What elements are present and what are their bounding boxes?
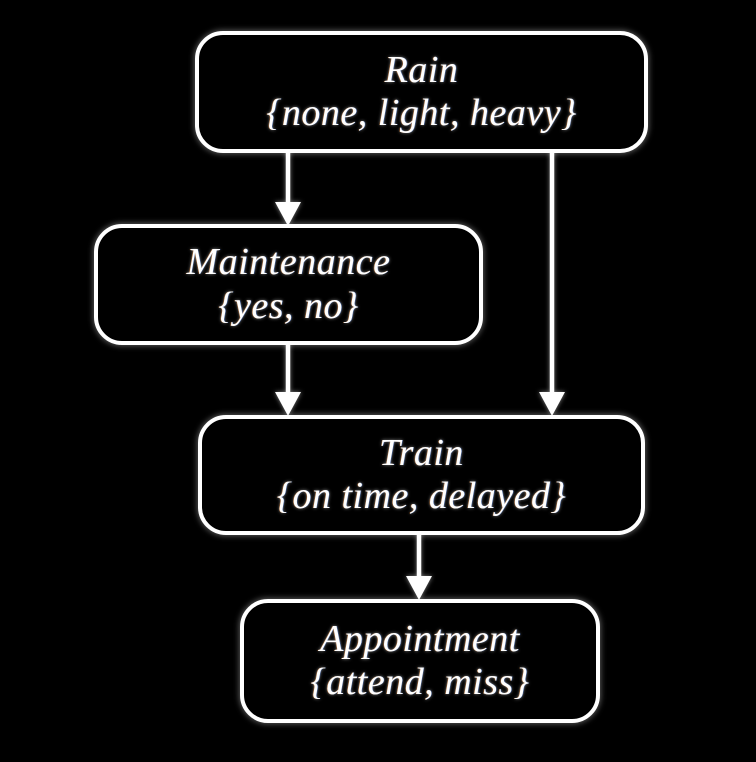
node-train[interactable]: Train {on time, delayed} xyxy=(198,415,645,535)
arrowhead-icon xyxy=(406,576,432,600)
node-maintenance-states: {yes, no} xyxy=(218,284,359,327)
node-train-states: {on time, delayed} xyxy=(276,475,567,517)
edge-train-to-appointment xyxy=(391,530,451,604)
node-rain-label: Rain xyxy=(384,48,459,91)
arrowhead-icon xyxy=(275,202,301,226)
edge-rain-to-train xyxy=(524,148,584,420)
edge-maintenance-to-train xyxy=(260,340,320,420)
arrowhead-icon xyxy=(539,392,565,416)
node-train-label: Train xyxy=(379,431,464,474)
node-appointment[interactable]: Appointment {attend, miss} xyxy=(240,599,600,723)
node-appointment-states: {attend, miss} xyxy=(310,661,530,703)
node-rain-states: {none, light, heavy} xyxy=(266,92,577,134)
edge-rain-to-maintenance xyxy=(260,148,320,230)
node-maintenance-label: Maintenance xyxy=(186,241,391,284)
arrowhead-icon xyxy=(275,392,301,416)
node-appointment-label: Appointment xyxy=(320,617,520,660)
node-maintenance[interactable]: Maintenance {yes, no} xyxy=(94,224,483,345)
node-rain[interactable]: Rain {none, light, heavy} xyxy=(195,31,648,153)
